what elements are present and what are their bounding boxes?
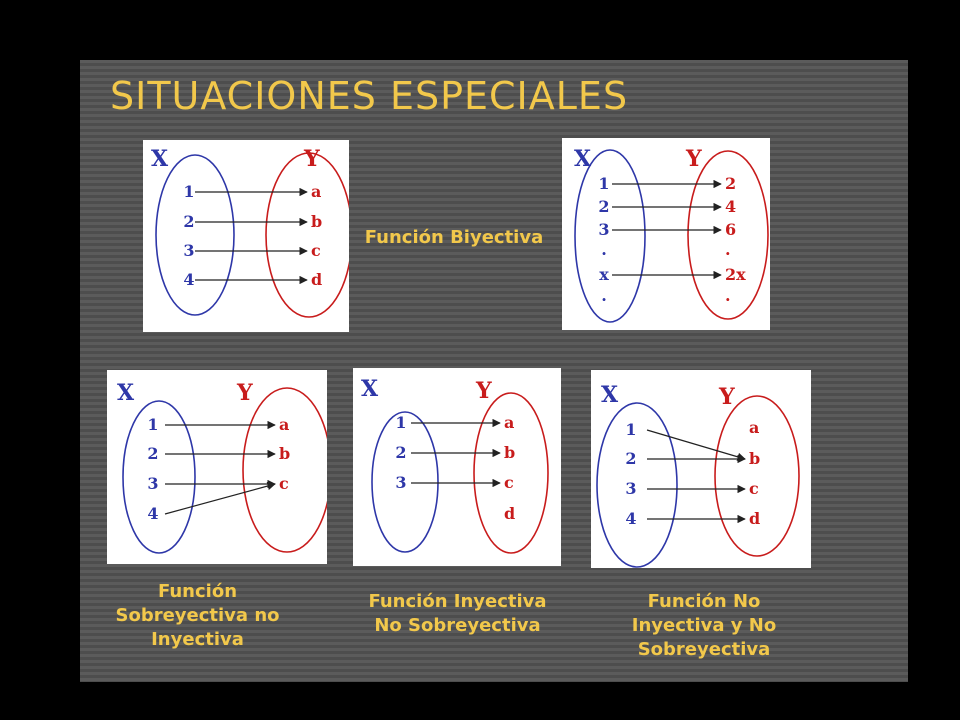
domain-element: 3 bbox=[625, 479, 636, 498]
codomain-element: b bbox=[504, 443, 515, 462]
set-y-label: Y bbox=[685, 146, 702, 172]
mapping-diagram: X Y 1 2 3 4 abc bbox=[117, 380, 327, 554]
codomain-element: 4 bbox=[725, 197, 736, 216]
domain-ellipse bbox=[122, 400, 196, 554]
mapping-diagram: X Y 1 2 3. x. 2 4 6. 2x. bbox=[574, 146, 769, 323]
caption-inyectiva-no-sobreyectiva: Función Inyectiva No Sobreyectiva bbox=[368, 591, 547, 636]
codomain-element: c bbox=[749, 479, 759, 498]
codomain-element: a bbox=[749, 418, 759, 437]
set-x-label: X bbox=[151, 146, 169, 172]
domain-ellipse bbox=[371, 411, 439, 553]
domain-element: 3 bbox=[598, 220, 609, 239]
set-y-label: Y bbox=[303, 146, 320, 172]
domain-element: 1 bbox=[395, 413, 406, 432]
mapping-arrow bbox=[164, 481, 276, 515]
set-x-label: X bbox=[601, 382, 619, 408]
set-y-label: Y bbox=[718, 384, 735, 410]
codomain-element: a bbox=[311, 182, 321, 201]
caption-biyectiva: Función Biyectiva bbox=[364, 227, 544, 248]
domain-element: . bbox=[601, 286, 607, 305]
domain-element: 2 bbox=[625, 449, 636, 468]
domain-element: 2 bbox=[183, 212, 194, 231]
codomain-element: b bbox=[311, 212, 322, 231]
domain-element: 3 bbox=[183, 241, 194, 260]
codomain-ellipse bbox=[714, 395, 800, 557]
codomain-element: b bbox=[279, 444, 290, 463]
domain-element: x bbox=[599, 265, 609, 284]
domain-element: 1 bbox=[183, 182, 194, 201]
set-y-label: Y bbox=[236, 380, 253, 406]
codomain-ellipse bbox=[242, 387, 327, 553]
domain-element: 2 bbox=[147, 444, 158, 463]
domain-element: 3 bbox=[147, 474, 158, 493]
domain-element: 1 bbox=[625, 420, 636, 439]
codomain-element: d bbox=[504, 504, 515, 523]
domain-element: 4 bbox=[147, 504, 158, 523]
codomain-element: 2x bbox=[725, 265, 746, 284]
codomain-element: . bbox=[725, 240, 731, 259]
diagram-biyectiva-numeros: X Y 1 2 3. x. 2 4 6. 2x. bbox=[562, 138, 770, 330]
domain-element: 4 bbox=[625, 509, 636, 528]
codomain-element: d bbox=[749, 509, 760, 528]
codomain-element: a bbox=[279, 415, 289, 434]
codomain-element: c bbox=[311, 241, 321, 260]
domain-element: 2 bbox=[395, 443, 406, 462]
domain-element: 4 bbox=[183, 270, 194, 289]
slide-title: SITUACIONES ESPECIALES bbox=[110, 74, 629, 118]
domain-element: 2 bbox=[598, 197, 609, 216]
codomain-element: . bbox=[725, 286, 731, 305]
codomain-element: a bbox=[504, 413, 514, 432]
domain-element: 1 bbox=[147, 415, 158, 434]
set-x-label: X bbox=[361, 376, 379, 402]
domain-element: 1 bbox=[598, 174, 609, 193]
codomain-element: b bbox=[749, 449, 760, 468]
set-x-label: X bbox=[574, 146, 592, 172]
domain-ellipse bbox=[596, 402, 678, 568]
domain-element: . bbox=[601, 240, 607, 259]
caption-sobreyectiva-no-inyectiva: Función Sobreyectiva no Inyectiva bbox=[115, 581, 280, 650]
domain-element: 3 bbox=[395, 473, 406, 492]
set-y-label: Y bbox=[475, 378, 492, 404]
codomain-element: c bbox=[504, 473, 514, 492]
caption-no-inyectiva-no-sobreyectiva: Función No Inyectiva y No Sobreyectiva bbox=[631, 591, 777, 660]
codomain-ellipse bbox=[473, 392, 549, 554]
set-x-label: X bbox=[117, 380, 135, 406]
codomain-element: d bbox=[311, 270, 322, 289]
codomain-element: c bbox=[279, 474, 289, 493]
codomain-ellipse bbox=[687, 150, 769, 320]
mapping-arrow bbox=[646, 429, 746, 461]
codomain-element: 2 bbox=[725, 174, 736, 193]
codomain-ellipse bbox=[265, 152, 349, 318]
codomain-element: 6 bbox=[725, 220, 736, 239]
domain-ellipse bbox=[155, 154, 235, 316]
domain-ellipse bbox=[574, 149, 646, 323]
